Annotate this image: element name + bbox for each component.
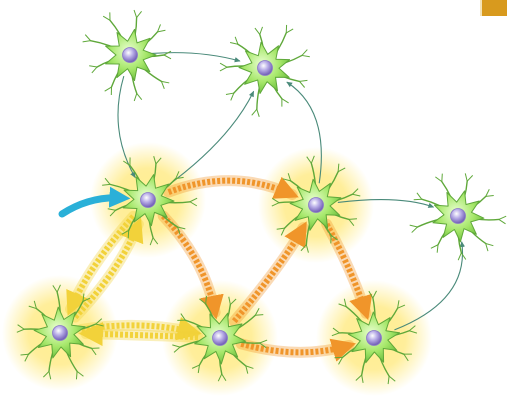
neuron-nucleus-n2 [258, 61, 273, 76]
neuron-nucleus-n7 [213, 331, 228, 346]
neuron-nucleus-n1 [123, 48, 138, 63]
connection-n7-to-n8 [241, 344, 349, 352]
corner-marker [480, 0, 507, 16]
neuron-nucleus-n6 [53, 326, 68, 341]
neuron-nucleus-n4 [309, 198, 324, 213]
connection-n7-to-n6 [86, 334, 198, 338]
neuron-nucleus-n3 [141, 193, 156, 208]
neuron-n2 [220, 25, 310, 117]
neuron-n5 [410, 173, 506, 260]
neuron-n1 [83, 10, 171, 101]
neuron-nucleus-n8 [367, 331, 382, 346]
neuron-nucleus-n5 [451, 209, 466, 224]
